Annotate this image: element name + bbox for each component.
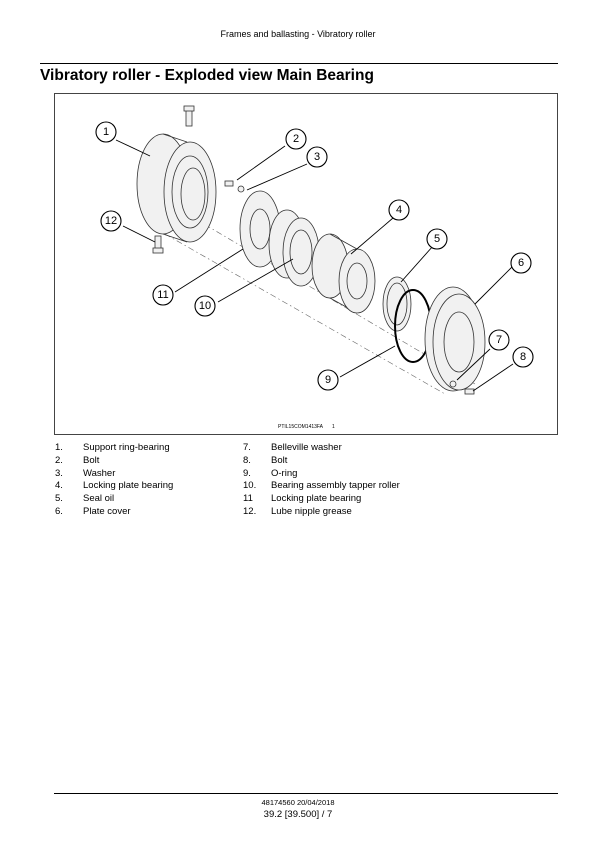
footer-document-id: 48174560 20/04/2018	[261, 798, 335, 807]
legend-item: 2.Bolt	[55, 454, 100, 466]
callout-3: 3	[306, 146, 328, 168]
leader-4	[350, 217, 394, 255]
leader-2	[236, 145, 286, 181]
figure-number: 1	[332, 424, 335, 430]
leader-6	[474, 265, 514, 305]
callout-5: 5	[426, 228, 448, 250]
lube-nipple-grease-part	[152, 235, 164, 254]
svg-text:1: 1	[103, 126, 109, 138]
svg-text:7: 7	[496, 334, 502, 346]
leader-8	[472, 363, 514, 392]
legend-item: 12.Lube nipple grease	[243, 505, 352, 517]
seal-oil-part	[382, 276, 412, 332]
callout-9: 9	[317, 369, 339, 391]
belleville-washer-bolt-part	[449, 380, 475, 395]
leader-3	[246, 163, 308, 191]
locking-plate-bearing-4-part	[311, 233, 376, 314]
leader-7	[456, 348, 491, 381]
svg-text:8: 8	[520, 351, 526, 363]
callout-8: 8	[512, 346, 534, 368]
svg-text:4: 4	[396, 204, 402, 216]
bearing-assembly-part	[268, 209, 320, 287]
svg-text:2: 2	[293, 133, 299, 145]
header-divider	[40, 63, 558, 64]
svg-text:12: 12	[105, 215, 117, 227]
callout-10: 10	[194, 295, 216, 317]
svg-text:9: 9	[325, 374, 331, 386]
svg-text:5: 5	[434, 233, 440, 245]
support-ring-bearing-part	[136, 133, 217, 243]
lube-nipple-top-part	[183, 105, 195, 127]
callout-7: 7	[488, 329, 510, 351]
callout-2: 2	[285, 128, 307, 150]
legend-item: 3.Washer	[55, 467, 116, 479]
page-title: Vibratory roller - Exploded view Main Be…	[40, 67, 374, 84]
legend-item: 4.Locking plate bearing	[55, 480, 174, 492]
footer-page-number: 39.2 [39.500] / 7	[263, 809, 333, 820]
legend-item: 1.Support ring-bearing	[55, 442, 170, 453]
callout-11: 11	[152, 284, 174, 306]
header-title: Frames and ballasting - Vibratory roller	[220, 29, 376, 39]
legend-item: 9.O-ring	[243, 467, 298, 479]
leader-12	[122, 225, 156, 243]
svg-text:10: 10	[199, 300, 211, 312]
leader-5	[400, 245, 434, 283]
leader-9	[339, 345, 396, 378]
exploded-view-figure: 1 2 3 4 5 6 7 8 9 10 11 12	[54, 93, 558, 435]
svg-text:6: 6	[518, 257, 524, 269]
callout-6: 6	[510, 252, 532, 274]
callout-4: 4	[388, 199, 410, 221]
legend-item: 8.Bolt	[243, 454, 288, 466]
footer-divider	[54, 793, 558, 794]
legend-item: 7.Belleville washer	[243, 442, 342, 453]
legend-column-left: 1.Support ring-bearing 2.Bolt 3.Washer 4…	[55, 442, 245, 519]
legend-item: 6.Plate cover	[55, 505, 131, 517]
callout-1: 1	[95, 121, 117, 143]
figure-code: PTIL15COM1413FA	[278, 424, 324, 430]
svg-text:3: 3	[314, 151, 320, 163]
callout-12: 12	[100, 210, 122, 232]
leader-10	[217, 258, 294, 303]
svg-text:11: 11	[157, 289, 168, 301]
bolt-washer-part	[224, 180, 245, 193]
legend-column-right: 7.Belleville washer 8.Bolt 9.O-ring 10.B…	[243, 442, 523, 519]
legend-item: 5.Seal oil	[55, 493, 115, 505]
exploded-view-drawing: 1 2 3 4 5 6 7 8 9 10 11 12	[95, 105, 534, 395]
leader-11	[174, 248, 244, 293]
leader-1	[115, 139, 151, 157]
legend-item: 10.Bearing assembly tapper roller	[243, 480, 400, 492]
